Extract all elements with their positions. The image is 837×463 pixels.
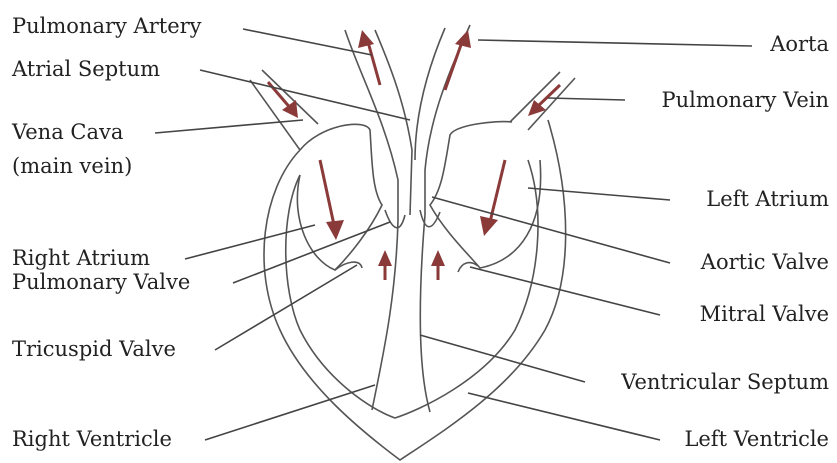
right-atrium-chamber	[297, 124, 382, 270]
label-left-ventricle: Left Ventricle	[684, 427, 829, 451]
heart-inner-wall	[286, 160, 538, 418]
label-right-ventricle: Right Ventricle	[12, 427, 172, 451]
leader-vena-cava	[155, 120, 303, 133]
flow-arrow-left-atrium	[490, 160, 505, 222]
leader-left-ventricle	[468, 393, 660, 440]
leader-ventricular-septum	[420, 335, 585, 382]
heart-outer-wall	[264, 120, 566, 460]
leader-pulmonary-valve	[233, 222, 390, 283]
ventricular-septum-wall	[372, 215, 430, 412]
leader-right-atrium	[185, 225, 315, 259]
aortic-valve-shape	[420, 210, 440, 227]
leader-left-atrium	[528, 188, 670, 200]
label-tricuspid-valve: Tricuspid Valve	[12, 337, 176, 361]
label-ventricular-septum: Ventricular Septum	[621, 370, 829, 394]
aorta-vessel	[425, 25, 470, 215]
label-vena-cava: Vena Cava	[12, 120, 123, 144]
flow-arrow-right-atrium	[320, 160, 334, 225]
flow-arrow-aorta	[445, 42, 462, 90]
flow-arrow-pulmonary-vein	[536, 85, 560, 108]
label-aorta: Aorta	[770, 32, 829, 56]
pulmonary-valve-shape	[385, 210, 405, 228]
leader-tricuspid-valve	[215, 265, 357, 350]
label-vena-cava-sub: (main vein)	[12, 154, 132, 178]
label-mitral-valve: Mitral Valve	[700, 302, 829, 326]
leader-pulmonary-artery	[243, 29, 372, 55]
leader-mitral-valve	[470, 267, 660, 315]
label-left-atrium: Left Atrium	[706, 187, 829, 211]
leader-aorta	[478, 40, 752, 46]
label-right-atrium: Right Atrium	[12, 246, 150, 270]
label-atrial-septum: Atrial Septum	[12, 57, 160, 81]
label-aortic-valve: Aortic Valve	[701, 250, 829, 274]
label-pulmonary-valve: Pulmonary Valve	[12, 270, 190, 294]
flow-arrow-pulmonary-artery	[368, 42, 380, 85]
mitral-valve-shape	[458, 263, 478, 272]
label-pulmonary-vein: Pulmonary Vein	[662, 88, 829, 112]
leader-pulmonary-vein	[548, 98, 625, 100]
label-pulmonary-artery: Pulmonary Artery	[12, 14, 202, 38]
leader-right-ventricle	[205, 385, 375, 440]
left-atrium-chamber	[430, 122, 541, 268]
blood-flow-arrows	[268, 30, 560, 280]
